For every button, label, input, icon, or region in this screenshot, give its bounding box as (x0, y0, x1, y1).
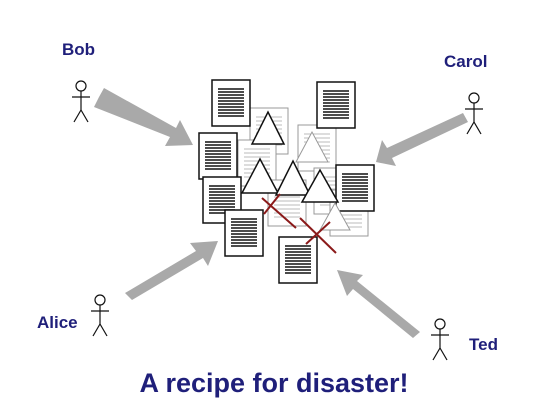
triangles (240, 110, 351, 231)
diagram-caption: A recipe for disaster! (139, 368, 409, 398)
arrow-icon (125, 241, 218, 300)
document-icon (211, 79, 251, 127)
person-label-ted: Ted (469, 335, 498, 354)
stick-figure-icon (430, 318, 450, 361)
triangle-icon (300, 168, 340, 203)
arrow-icon (94, 88, 193, 146)
stick-figure-icon (71, 80, 91, 123)
conflict-crosses (261, 193, 337, 254)
document-icon (224, 209, 264, 257)
stick-figure-icon (464, 92, 484, 135)
document-icon (198, 132, 238, 180)
cross-icon (299, 217, 337, 254)
arrow-icon (376, 113, 468, 166)
triangle-icon (240, 157, 280, 194)
person-label-bob: Bob (62, 40, 96, 59)
triangle-icon (250, 110, 286, 145)
triangle-icon (274, 159, 312, 196)
cross-icon (261, 193, 297, 229)
triangle-icon (295, 130, 329, 163)
arrows (94, 88, 468, 338)
person-label-alice: Alice (37, 313, 78, 332)
document-icon (316, 81, 356, 129)
document-icon (335, 164, 375, 212)
arrow-icon (337, 270, 420, 338)
document-icon (278, 236, 318, 284)
stick-figure-icon (90, 294, 110, 337)
person-label-carol: Carol (444, 52, 488, 71)
